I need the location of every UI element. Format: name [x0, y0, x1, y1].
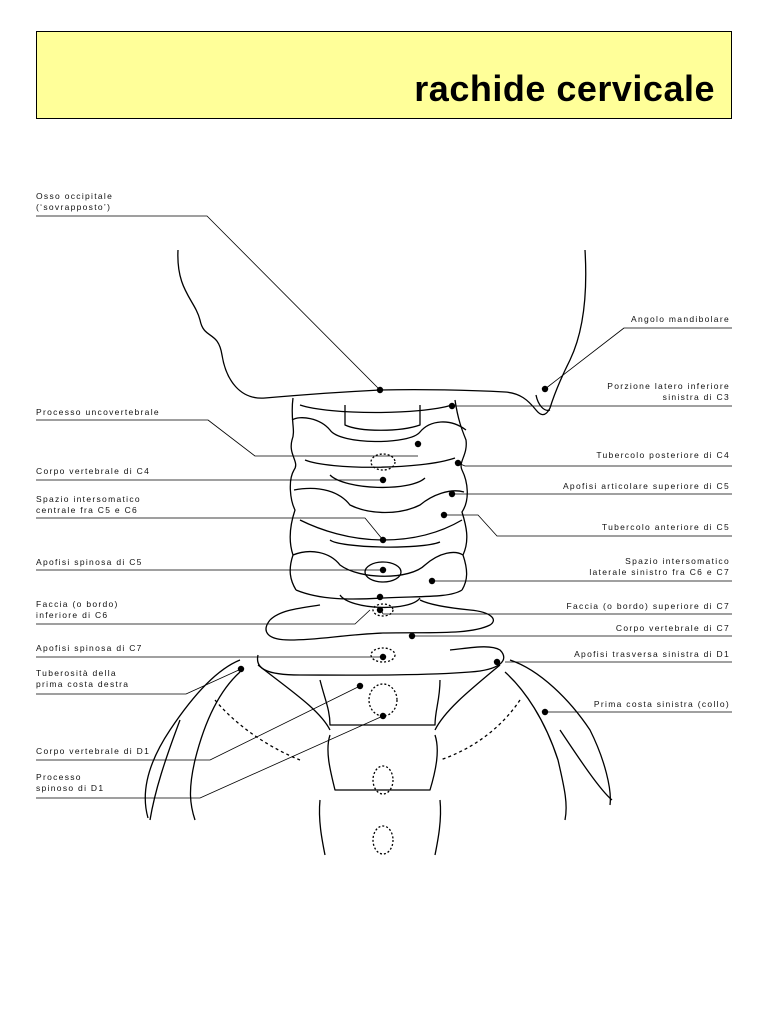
spine-right-contour	[454, 399, 468, 591]
left-first-rib	[509, 659, 611, 806]
label-tubercolo-anteriore-c5: Tubercolo anteriore di C5	[601, 522, 730, 532]
d2-vertebra	[327, 734, 438, 791]
label-porzione-latero-inferiore-c3: Porzione latero inferiore sinistra di C3	[607, 381, 730, 402]
label-apofisi-articolare-c5: Apofisi articolare superiore di C5	[562, 481, 730, 491]
page-title: rachide cervicale	[414, 68, 715, 109]
c4-vertebra	[291, 417, 467, 443]
label-processo-spinoso-d1: Processo spinoso di D1	[36, 772, 105, 793]
label-corpo-vertebrale-c4: Corpo vertebrale di C4	[36, 466, 151, 476]
label-tuberosita-prima-costa: Tuberosità della prima costa destra	[36, 668, 130, 689]
label-spazio-intersomatico-c5-c6: Spazio intersomatico centrale fra C5 e C…	[36, 494, 141, 515]
c3-vertebra	[299, 404, 453, 414]
label-corpo-vertebrale-d1: Corpo vertebrale di D1	[36, 746, 151, 756]
label-tubercolo-posteriore-c4: Tubercolo posteriore di C4	[596, 450, 730, 460]
label-osso-occipitale: Osso occipitale (‘sovrapposto’)	[36, 191, 114, 212]
label-apofisi-spinosa-c5: Apofisi spinosa di C5	[36, 557, 143, 567]
c7-vertebra	[265, 599, 494, 641]
title-box: rachide cervicale	[36, 31, 732, 119]
label-faccia-superiore-c7: Faccia (o bordo) superiore di C7	[566, 601, 730, 611]
label-corpo-vertebrale-c7: Corpo vertebrale di C7	[615, 623, 730, 633]
c5-vertebra	[293, 487, 465, 514]
mandibular-angle-outline	[535, 394, 551, 411]
right-first-rib	[144, 659, 241, 819]
leader-lines-left	[36, 215, 418, 799]
d1-vertebra	[256, 646, 505, 676]
spine-left-contour	[289, 397, 297, 591]
label-faccia-inferiore-c6: Faccia (o bordo) inferiore di C6	[36, 599, 119, 620]
label-apofisi-spinosa-c7: Apofisi spinosa di C7	[36, 643, 143, 653]
occipital-bone-outline	[177, 249, 587, 416]
label-angolo-mandibolare: Angolo mandibolare	[630, 314, 730, 324]
label-prima-costa-sinistra: Prima costa sinistra (collo)	[593, 699, 730, 709]
label-apofisi-trasversa-d1: Apofisi trasversa sinistra di D1	[574, 649, 730, 659]
c6-vertebra	[292, 551, 464, 577]
label-processo-uncovertebrale: Processo uncovertebrale	[36, 407, 160, 417]
marker-dots	[237, 385, 549, 720]
label-spazio-intersomatico-laterale-c6-c7: Spazio intersomatico laterale sinistro f…	[589, 556, 730, 577]
